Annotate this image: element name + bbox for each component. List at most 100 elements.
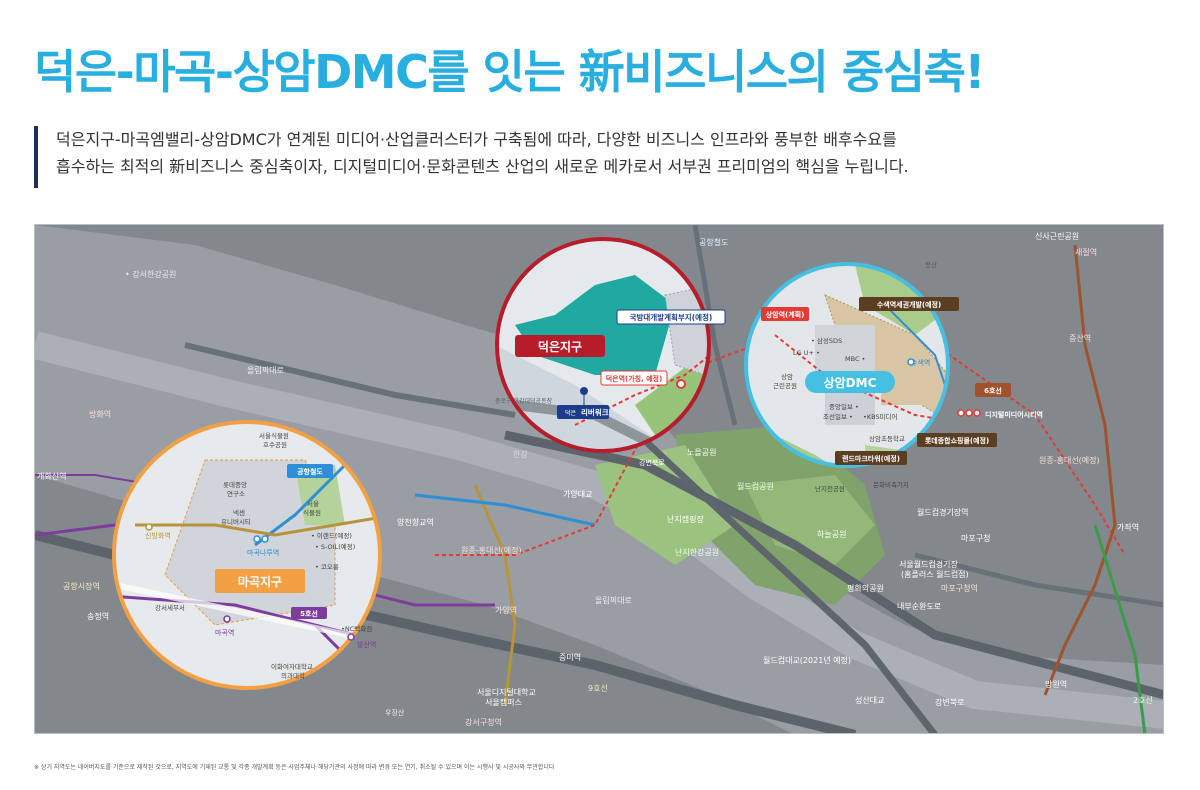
label-seoul-digital-univ: 서울디지털대학교 (477, 687, 536, 697)
label-nanji-campground: 난지캠핑장 (667, 514, 704, 524)
magok-line5-label: 5호선 (300, 609, 318, 618)
road-olympic-2 (184, 342, 516, 418)
deokeun-station-dot (676, 379, 686, 389)
label-gajwa: 가좌역 (1117, 522, 1139, 532)
label-nanji-hangang: 난지한강공원 (675, 547, 719, 557)
road-inner (572, 372, 938, 733)
label-gangseo-park: • 강서한강공원 (125, 269, 176, 279)
riverwork-label: 리버워크 (581, 407, 609, 417)
kbs-label: •KBS미디어 (863, 412, 898, 421)
sinbanghwa-dot (145, 523, 153, 531)
samsung-sds-label: • 삼성SDS (811, 336, 842, 345)
label-wonjong-hongdae-left: 원종-홍대선(예정) (461, 545, 522, 555)
sangam-rail-blue (884, 304, 947, 416)
label-jeungsan: 증산역 (1069, 333, 1091, 343)
susaek-station-dot (907, 358, 915, 366)
national-land-tag (616, 309, 726, 325)
description-line-1: 덕은지구-마곡엠밸리-상암DMC가 연계된 미디어·산업클러스터가 구축됨에 따… (56, 130, 897, 149)
airport-track (414, 493, 596, 527)
deokeun-station-tag (600, 370, 668, 386)
magok-station-dot (223, 615, 231, 623)
label-mapo-gu: 마포구청 (961, 534, 990, 543)
kolon-label: • 코오롱 (315, 563, 339, 571)
road-north (692, 225, 738, 426)
lotte-mall-tag (917, 433, 997, 447)
wujangsan-label: 우장산 (385, 708, 405, 717)
nexen-label-1: 넥센 (233, 508, 245, 517)
deokeun-road-label: 강변북로 (639, 458, 665, 467)
deokeun-district-label: 덕은지구 (538, 339, 582, 354)
deokeun-river (498, 345, 708, 450)
dmc-station-label: 디지털미디어시티역 (985, 410, 1043, 419)
label-seongsan-bridge: 성산대교 (855, 695, 884, 705)
deokeun-national-land-area (664, 284, 708, 376)
lotte-rnd-label-2: 연구소 (227, 490, 245, 498)
label-line2: 2호선 (1133, 696, 1153, 705)
page-description: 덕은지구-마곡엠밸리-상암DMC가 연계된 미디어·산업클러스터가 구축됨에 따… (34, 126, 1174, 188)
botanic-label-1: 서울식물원 (259, 431, 289, 440)
ewha-label-1: 이화여자대학교 (271, 662, 313, 671)
sangam-park-label-2: 근린공원 (773, 381, 797, 390)
road-gangbyeon (504, 430, 1163, 700)
sangam-elementary-label: 상암초등학교 (869, 434, 905, 443)
susaek-dev-tag (859, 297, 959, 311)
magok-airport-label: 공항철도 (297, 467, 323, 476)
sangam-inset[interactable]: 상암DMC 수색역세권개발(예정) 상암역(계획) 수색역 6호선 디지털미디어… (744, 255, 1043, 493)
botanic-label-2: 호수공원 (263, 440, 287, 449)
magok-district-badge (215, 569, 305, 593)
line9-track (473, 484, 517, 706)
park-haneul (745, 475, 875, 565)
magoknaru-dots (253, 535, 269, 543)
landmark-tower-tag (835, 451, 907, 465)
bongsan-label: 봉산 (925, 260, 937, 269)
line6-tag (975, 383, 1011, 397)
label-saejeol: 새절역 (1075, 247, 1097, 257)
label-line9: 9호선 (588, 684, 608, 693)
deokeun-district-badge (515, 335, 605, 357)
label-pyeonghwa-park: 평화의공원 (847, 583, 884, 593)
label-worldcup-stadium-station: 월드컵경기장역 (917, 507, 969, 517)
sangam-district-label: 상암DMC (824, 375, 877, 390)
nanji-park-label: 난지천공원 (815, 484, 845, 493)
botanic-park-area (295, 465, 345, 525)
balsan-dot (347, 633, 355, 641)
lg-uplus-label: LG U+ • (793, 349, 820, 357)
label-sinsa-park: 신사근린공원 (1035, 231, 1079, 241)
sangam-park-label-1: 상암 (781, 372, 793, 381)
sangam-station-label: 상암역(계획) (766, 310, 805, 319)
label-haneul-park: 하늘공원 (817, 529, 846, 539)
balsan-label: 발산역 (357, 640, 376, 649)
chosun-label: 조선일보 • (823, 412, 853, 421)
sangam-station-tag (761, 307, 809, 321)
sangam-district-badge (805, 371, 895, 393)
magok-district-label: 마곡지구 (238, 574, 282, 589)
label-gayang-station: 가양역 (495, 605, 517, 615)
seoul-botanic-label-1: 서울 (307, 499, 319, 508)
road-east (914, 552, 1163, 608)
label-worldcup-stadium-2: (홈플러스 월드컵점) (901, 569, 969, 579)
sinbanghwa-label: 신방화역 (145, 531, 171, 540)
landmark-tower-label: 랜드마크타워(예정) (842, 454, 900, 463)
mbc-label: MBC • (845, 355, 865, 363)
label-gonghang-market: 공항시장역 (63, 581, 100, 591)
magok-station-label: 마곡역 (215, 628, 234, 637)
lotte-rnd-label-1: 롯데중앙 (223, 481, 247, 489)
soil-label: • S-OIL(예정) (315, 542, 355, 551)
label-worldcup-stadium-1: 서울월드컵경기장 (899, 559, 959, 569)
ewha-label-2: 의과대학 (281, 671, 305, 680)
culture-street-label: 문화비축기지 (873, 480, 909, 489)
magoknaru-label: 마곡나루역 (247, 548, 279, 557)
deokeun-ring (495, 237, 711, 453)
label-airport-railway-top: 공항철도 (699, 237, 728, 247)
label-olympic-road-1: 올림픽대로 (247, 365, 284, 375)
susaek-station-label: 수색역 (911, 358, 930, 367)
label-yangcheon-hyanggyo: 양천향교역 (397, 517, 434, 527)
location-map[interactable]: • 강서한강공원 올림픽대로 올림픽대로 방화역 개화산역 공항시장역 송정역 … (34, 224, 1164, 734)
label-songjeong: 송정역 (87, 611, 109, 621)
label-banghwa: 방화역 (89, 409, 111, 419)
nexen-label-2: 유니버시티 (221, 517, 251, 526)
national-land-label: 국방대개발계획부지(예정) (630, 312, 713, 322)
joongang-label: 중앙일보 • (829, 402, 859, 411)
label-gangbyeon-road: 강변북로 (935, 697, 964, 707)
label-gaehwasan: 개화산역 (37, 471, 66, 481)
